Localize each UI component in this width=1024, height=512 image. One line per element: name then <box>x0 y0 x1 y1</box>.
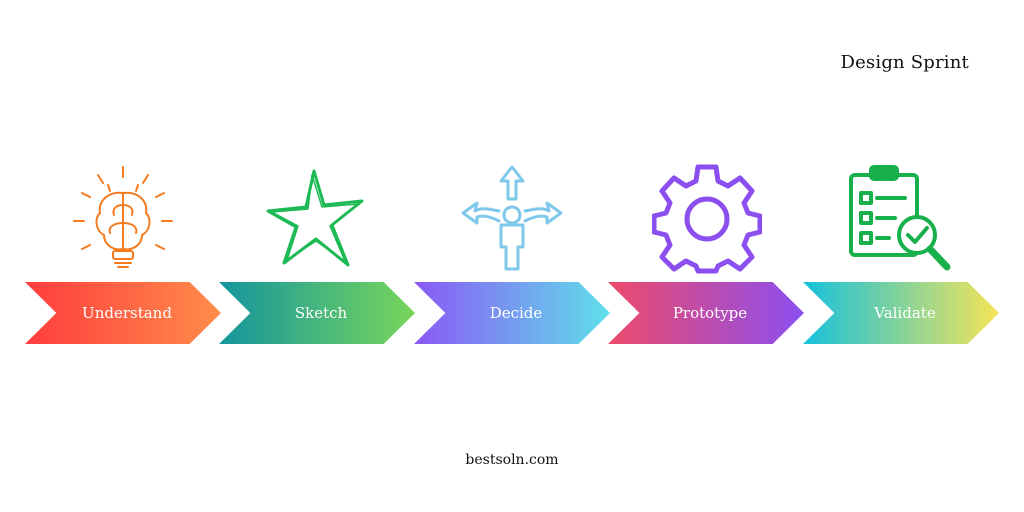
step-label: Understand <box>82 304 172 322</box>
person-arrows-icon <box>457 163 567 275</box>
step-prototype: Prototype <box>608 282 804 344</box>
step-decide: Decide <box>414 282 610 344</box>
step-label: Sketch <box>294 304 348 322</box>
star-icon <box>262 163 372 275</box>
gear-icon <box>652 163 762 275</box>
footer-site-name: bestsoln.com <box>465 452 559 468</box>
diagram-title: Design Sprint <box>840 52 969 73</box>
step-label: Prototype <box>672 304 748 322</box>
clipboard-search-icon <box>845 163 955 275</box>
step-validate: Validate <box>803 282 999 344</box>
step-label: Decide <box>489 304 543 322</box>
lightbulb-brain-icon <box>68 163 178 275</box>
step-understand: Understand <box>25 282 221 344</box>
step-sketch: Sketch <box>219 282 415 344</box>
step-label: Validate <box>874 304 936 322</box>
